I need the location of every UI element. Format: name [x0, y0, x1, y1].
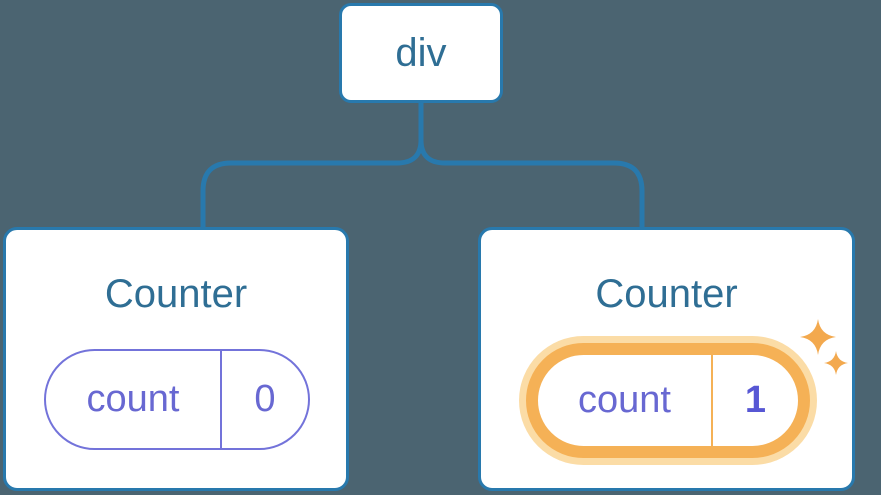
state-pill-highlighted: count 1 [526, 343, 810, 458]
state-name-label: count [578, 379, 671, 421]
state-value: 0 [254, 378, 276, 420]
state-value: 1 [744, 379, 767, 421]
connector-left-branch [200, 101, 424, 227]
pill-divider [220, 351, 222, 448]
root-node-label: div [395, 30, 447, 75]
component-title: Counter [595, 272, 738, 316]
counter-card-updated: Counter count 1 [478, 227, 855, 491]
counter-card-unchanged: Counter count 0 [3, 227, 349, 491]
component-title: Counter [104, 272, 248, 316]
root-node-div: div [339, 3, 503, 103]
pill-divider [711, 355, 713, 446]
connector-right-branch [418, 101, 645, 227]
sparkles-icon [800, 319, 848, 375]
state-name-label: count [86, 378, 180, 420]
state-pill: count 0 [44, 349, 310, 450]
